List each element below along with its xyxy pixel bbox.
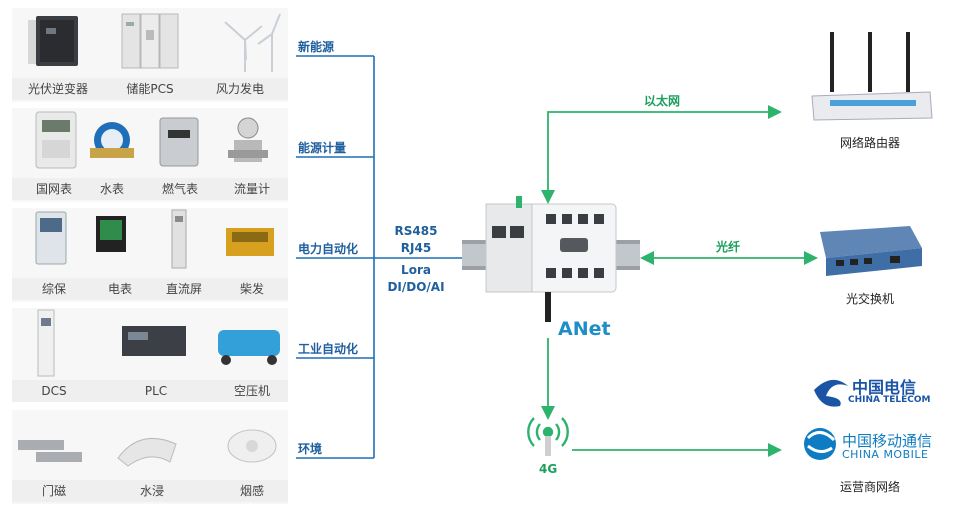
plc-icon <box>122 326 186 356</box>
category-label: 电力自动化 <box>298 242 359 256</box>
category-label: 环境 <box>298 442 323 456</box>
label-strip <box>12 78 288 100</box>
category-label: 工业自动化 <box>298 342 359 356</box>
ethernet-label: 以太网 <box>644 94 681 108</box>
device-label: 储能PCS <box>126 82 174 96</box>
door-sensor-icon <box>18 440 82 462</box>
device-label: 光伏逆变器 <box>27 82 88 96</box>
device-label: 空压机 <box>233 384 270 398</box>
flow-meter-icon <box>228 117 268 162</box>
china-mobile-logo <box>804 428 836 460</box>
protocol-label: Lora <box>401 263 431 277</box>
smoke-detector-icon <box>227 429 277 463</box>
label-strip <box>12 178 288 200</box>
telecom-en: CHINA TELECOM <box>848 395 931 405</box>
device-label: 水浸 <box>139 484 164 498</box>
fiber-label: 光纤 <box>716 240 741 254</box>
device-label: 综保 <box>41 282 66 296</box>
protocol-label: RJ45 <box>400 241 432 255</box>
grid-meter-icon <box>35 111 77 169</box>
telecom-cn: 中国电信 <box>852 378 917 397</box>
device-label: 柴发 <box>239 282 264 296</box>
device-label: PLC <box>144 384 168 398</box>
anet-gateway-icon <box>485 196 617 322</box>
gateway-name: ANet <box>558 318 611 340</box>
label-strip <box>12 278 288 300</box>
cellular-label: 4G <box>539 462 558 476</box>
arrowheads <box>541 105 818 457</box>
category-label: 能源计量 <box>298 141 347 155</box>
device-label: 烟感 <box>239 484 264 498</box>
device-label: 燃气表 <box>161 182 198 196</box>
diesel-generator-icon <box>226 228 274 256</box>
protocol-label: RS485 <box>394 224 438 238</box>
water-meter-icon <box>90 122 134 158</box>
device-label: 水表 <box>99 182 124 196</box>
gas-meter-icon <box>159 117 199 167</box>
protection-relay-icon <box>35 211 67 265</box>
air-compressor-icon <box>218 330 280 365</box>
mobile-cn: 中国移动通信 <box>842 432 933 450</box>
device-label: DCS <box>41 384 67 398</box>
category-label: 新能源 <box>298 40 335 54</box>
router-label: 网络路由器 <box>839 136 900 150</box>
uplink-lines <box>547 111 808 451</box>
field-bus-lines <box>296 55 464 459</box>
pcs-cabinet-icon <box>121 13 179 69</box>
device-label: 流量计 <box>233 182 270 196</box>
optical-switch-icon <box>820 226 922 276</box>
switch-label: 光交换机 <box>845 292 894 306</box>
dcs-cabinet-icon <box>37 309 55 377</box>
power-meter-icon <box>96 216 126 252</box>
device-label: 门磁 <box>41 484 66 498</box>
water-leak-sensor-icon <box>117 437 177 467</box>
label-strip <box>12 480 288 502</box>
device-label: 国网表 <box>35 182 72 196</box>
antenna-4g-icon <box>527 417 569 456</box>
china-telecom-logo <box>814 379 848 407</box>
dc-panel-icon <box>171 209 187 269</box>
carrier-label: 运营商网络 <box>839 480 900 494</box>
router-icon <box>811 32 933 121</box>
protocol-label: DI/DO/AI <box>387 280 445 294</box>
mobile-en: CHINA MOBILE <box>842 448 929 461</box>
pv-inverter-icon <box>28 16 78 66</box>
label-strip <box>12 380 288 402</box>
device-label: 风力发电 <box>215 82 264 96</box>
device-label: 电表 <box>107 282 132 296</box>
device-label: 直流屏 <box>165 282 202 296</box>
wind-turbine-icon <box>224 13 281 72</box>
